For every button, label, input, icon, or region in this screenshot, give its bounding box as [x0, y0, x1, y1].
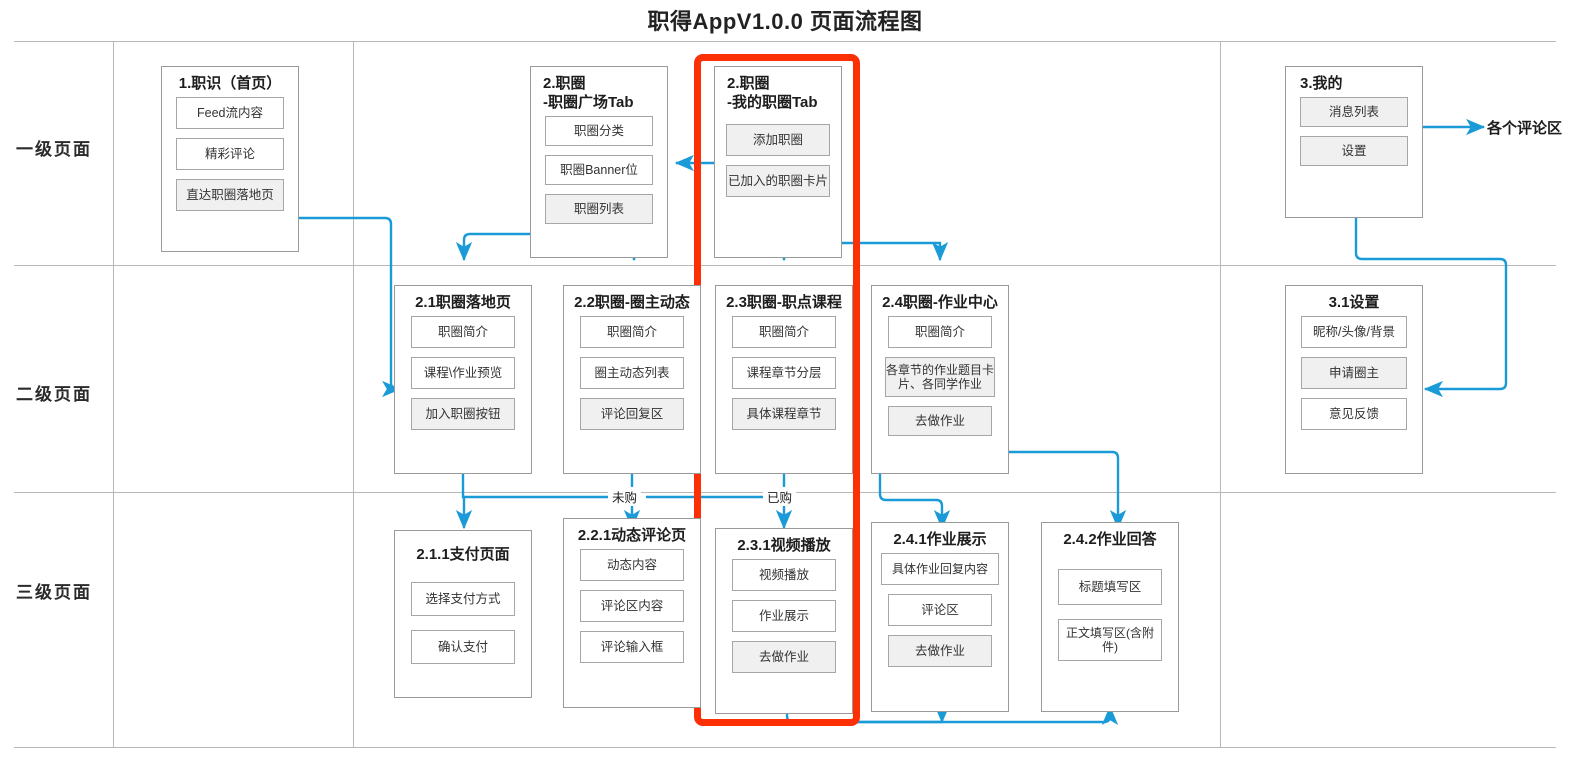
- card-item[interactable]: 消息列表: [1300, 97, 1408, 128]
- card-title: 2.4.2作业回答: [1063, 531, 1157, 548]
- row-label-level2: 二级页面: [16, 385, 92, 404]
- card-item[interactable]: 评论区内容: [580, 590, 684, 623]
- card-2-3-1-video[interactable]: 2.3.1视频播放 视频播放 作业展示 去做作业: [715, 528, 853, 714]
- card-item[interactable]: 职圈简介: [732, 316, 836, 349]
- card-2-2-1-feed-comments[interactable]: 2.2.1动态评论页 动态内容 评论区内容 评论输入框: [563, 518, 701, 708]
- card-title: 3.我的: [1300, 75, 1343, 92]
- grid-line-top: [14, 41, 1556, 42]
- card-title: 2.2职圈-圈主动态: [574, 294, 690, 311]
- card-3-1-settings[interactable]: 3.1设置 昵称/头像/背景 申请圈主 意见反馈: [1285, 285, 1423, 474]
- card-item[interactable]: 已加入的职圈卡片: [726, 165, 830, 198]
- grid-line-bottom: [14, 747, 1556, 748]
- grid-line-row1: [14, 265, 1556, 266]
- card-title: 3.1设置: [1328, 294, 1380, 311]
- card-item[interactable]: 动态内容: [580, 549, 684, 582]
- card-item[interactable]: 设置: [1300, 136, 1408, 167]
- card-item[interactable]: 职圈简介: [580, 316, 684, 349]
- grid-line-col-label: [113, 41, 114, 747]
- card-title: 2.职圈 -职圈广场Tab: [531, 67, 667, 116]
- card-item[interactable]: 添加职圈: [726, 124, 830, 157]
- card-item[interactable]: 精彩评论: [176, 138, 284, 171]
- card-2-zhiquan-square-tab[interactable]: 2.职圈 -职圈广场Tab 职圈分类 职圈Banner位 职圈列表: [530, 66, 668, 258]
- card-title-line1: 2.职圈: [543, 75, 586, 92]
- card-item[interactable]: 意见反馈: [1301, 398, 1407, 431]
- card-title: 2.1.1支付页面: [416, 546, 510, 563]
- card-item[interactable]: 职圈简介: [888, 316, 992, 349]
- card-item[interactable]: 直达职圈落地页: [176, 179, 284, 212]
- card-item[interactable]: 申请圈主: [1301, 357, 1407, 390]
- card-item[interactable]: 去做作业: [888, 635, 992, 668]
- card-title-line1: 2.职圈: [727, 75, 770, 92]
- card-3-mine[interactable]: 3.我的 消息列表 设置: [1285, 66, 1423, 218]
- card-item[interactable]: 去做作业: [888, 406, 992, 437]
- edge-label-paid: 已购: [763, 487, 797, 506]
- card-title: 2.4职圈-作业中心: [882, 294, 998, 311]
- card-title: 1.职识（首页）: [178, 75, 282, 92]
- external-label-comment-areas: 各个评论区: [1487, 120, 1563, 137]
- card-item[interactable]: 昵称/头像/背景: [1301, 316, 1407, 349]
- card-item[interactable]: 具体课程章节: [732, 398, 836, 431]
- card-item[interactable]: 标题填写区: [1058, 569, 1162, 606]
- card-title: 2.1职圈落地页: [415, 294, 511, 311]
- card-item[interactable]: 各章节的作业题目卡片、各同学作业: [885, 357, 995, 398]
- card-title: 2.3.1视频播放: [737, 537, 831, 554]
- card-item[interactable]: 加入职圈按钮: [411, 398, 515, 431]
- card-item[interactable]: 课程章节分层: [732, 357, 836, 390]
- card-item[interactable]: 视频播放: [732, 559, 836, 592]
- card-2-4-1-homework-display[interactable]: 2.4.1作业展示 具体作业回复内容 评论区 去做作业: [871, 522, 1009, 712]
- card-item[interactable]: 圈主动态列表: [580, 357, 684, 390]
- row-label-level3: 三级页面: [16, 583, 92, 602]
- card-title-line2: -我的职圈Tab: [727, 94, 818, 112]
- card-item[interactable]: Feed流内容: [176, 97, 284, 130]
- card-title: 2.3职圈-职点课程: [726, 294, 842, 311]
- card-item[interactable]: 正文填写区(含附件): [1058, 619, 1162, 662]
- card-2-my-zhiquan-tab[interactable]: 2.职圈 -我的职圈Tab 添加职圈 已加入的职圈卡片: [714, 66, 842, 258]
- grid-line-col-b: [1220, 41, 1221, 747]
- card-item[interactable]: 选择支付方式: [411, 582, 515, 617]
- card-2-1-1-payment[interactable]: 2.1.1支付页面 选择支付方式 确认支付: [394, 530, 532, 698]
- card-2-1-landing[interactable]: 2.1职圈落地页 职圈简介 课程\作业预览 加入职圈按钮: [394, 285, 532, 474]
- card-title: 2.4.1作业展示: [893, 531, 987, 548]
- edge-label-unpaid: 未购: [608, 487, 642, 506]
- row-label-level1: 一级页面: [16, 140, 92, 159]
- card-item[interactable]: 职圈列表: [545, 194, 653, 225]
- grid-line-col-a: [353, 41, 354, 747]
- card-2-3-course[interactable]: 2.3职圈-职点课程 职圈简介 课程章节分层 具体课程章节: [715, 285, 853, 474]
- card-2-2-owner-feed[interactable]: 2.2职圈-圈主动态 职圈简介 圈主动态列表 评论回复区: [563, 285, 701, 474]
- card-title: 2.职圈 -我的职圈Tab: [715, 67, 841, 116]
- card-item[interactable]: 评论回复区: [580, 398, 684, 431]
- card-item[interactable]: 具体作业回复内容: [881, 553, 999, 586]
- card-1-zhishi[interactable]: 1.职识（首页） Feed流内容 精彩评论 直达职圈落地页: [161, 66, 299, 252]
- card-item[interactable]: 评论区: [888, 594, 992, 627]
- card-item[interactable]: 去做作业: [732, 641, 836, 674]
- card-item[interactable]: 职圈Banner位: [545, 155, 653, 186]
- card-item[interactable]: 作业展示: [732, 600, 836, 633]
- card-item[interactable]: 职圈简介: [411, 316, 515, 349]
- card-2-4-homework-center[interactable]: 2.4职圈-作业中心 职圈简介 各章节的作业题目卡片、各同学作业 去做作业: [871, 285, 1009, 474]
- card-item[interactable]: 确认支付: [411, 630, 515, 665]
- card-title-line2: -职圈广场Tab: [543, 94, 634, 112]
- card-title: 2.2.1动态评论页: [577, 527, 687, 544]
- card-2-4-2-homework-answer[interactable]: 2.4.2作业回答 标题填写区 正文填写区(含附件): [1041, 522, 1179, 712]
- card-item[interactable]: 评论输入框: [580, 631, 684, 664]
- card-item[interactable]: 职圈分类: [545, 116, 653, 147]
- card-item[interactable]: 课程\作业预览: [411, 357, 515, 390]
- page-title: 职得AppV1.0.0 页面流程图: [647, 9, 923, 34]
